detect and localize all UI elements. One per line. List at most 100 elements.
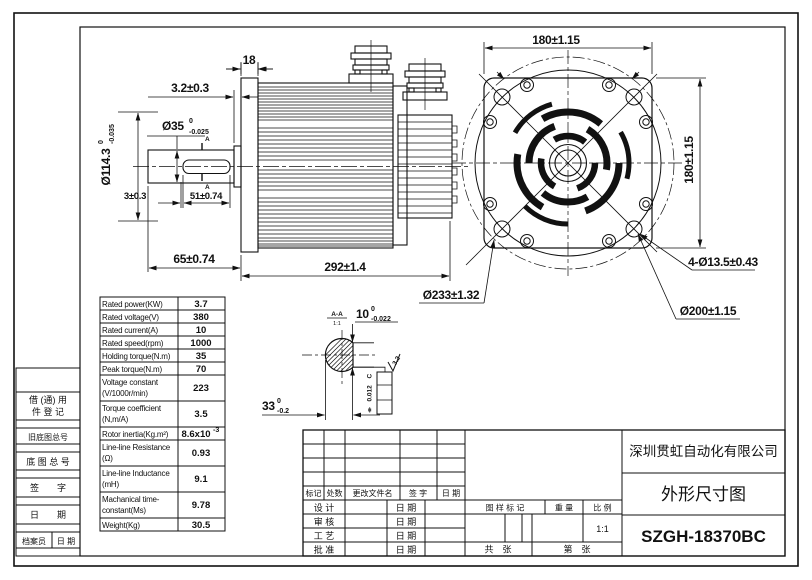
archivist-date-label: 日 期 [57,537,75,546]
spec-label: Rated current(A) [102,326,158,335]
section-view-text: 10 0 -0.022 33 0 -0.2 A-A 1:1 ⌯ 0.012 C … [262,306,402,415]
spec-label2: constant(Ms) [102,506,146,515]
spec-label: Machanical time- [102,495,160,504]
spec-label: Line-line Resistance [102,443,171,452]
spec-label2: (Ω) [102,454,113,463]
tolerance-value: 0.012 [367,385,374,402]
drawing-title: 外形尺寸图 [661,485,746,504]
spec-label: Voltage constant [102,378,159,387]
front-view-dimensions [419,42,755,320]
sign-label: 签 字 [409,488,427,498]
flange-square [483,77,653,249]
total-sheets-label: 共 张 [484,545,511,555]
connector-2 [402,58,448,110]
side-view-dim-text: 18 3.2±0.3 Ø35 0 -0.025 Ø114.3 0 -0.035 … [98,53,367,274]
diagonal-lines [465,73,658,266]
approve-label: 批 准 [314,544,335,555]
dim-flange-height: 180±1.15 [682,136,696,184]
side-view-dimensions [118,62,451,281]
dim-flange-diameter: Ø233±1.32 [423,288,480,302]
change-file-label: 更改文件名 [353,488,393,498]
date-label: 日 期 [30,510,66,520]
section-view-dimensions [262,317,401,420]
weight-label: 重 量 [555,503,573,513]
datum-a-top: A [205,136,210,143]
dim-key-width-lower-tol: -0.022 [371,316,391,323]
spec-value: 30.5 [192,520,211,531]
surface-finish-value: 3.2 [391,355,402,367]
bolt-holes [483,78,653,248]
spec-value: 9.1 [194,474,208,485]
title-block-grid [302,429,786,557]
check-label: 审 核 [314,516,335,527]
signature-label: 签 字 [30,482,66,493]
scale-label: 比 例 [593,503,611,513]
section-scale: 1:1 [333,321,341,327]
spec-label2: (mH) [102,480,120,489]
dim-flat-lower-tol: -0.2 [277,408,289,415]
shaft-hatching [325,338,353,372]
spec-label: Rated voltage(V) [102,313,159,322]
dim-shaft-diameter: Ø35 [162,119,184,133]
approve-date-label: 日 期 [396,545,417,555]
dim-key-width: 10 [356,307,369,321]
spec-label: Weight(Kg) [102,521,140,530]
spec-label2: (V/1000r/min) [102,389,148,398]
dim-key-gap: 3±0.3 [124,191,146,202]
spec-label: Rated power(KW) [102,300,163,309]
date-col-label: 日 期 [442,489,460,498]
spec-value: 1000 [190,338,211,349]
count-label: 处数 [327,488,343,498]
sheet-borders [13,12,799,567]
dim-flange-thickness: 18 [243,53,256,67]
spec-table-text: Rated power(KW) 3.7 Rated voltage(V) 380… [102,299,219,531]
spec-value: 3.7 [194,299,207,310]
shaft-section-view [302,330,376,384]
motor-front-view [452,50,684,276]
spec-value: 35 [196,351,207,362]
spec-value: 3.5 [194,409,208,420]
process-label: 工 艺 [314,531,335,541]
mounting-flange [240,77,259,253]
spec-label: Torque coefficient [102,404,162,413]
spec-label: Rotor inertia(Kg.m²) [102,430,169,439]
scale-value: 1:1 [596,524,609,534]
dim-flat-width: 33 [262,399,275,413]
spec-value: 9.78 [192,500,211,511]
left-strip-labels: 借 (通) 用 件 登 记 旧底图总号 底 图 总 号 签 字 日 期 档案员 … [22,394,75,546]
dim-key-width-upper-tol: 0 [371,306,375,313]
left-strip [15,367,81,557]
spec-label: Rated speed(rpm) [102,339,164,348]
title-block-text: 标记 处数 更改文件名 签 字 日 期 设 计 日 期 审 核 日 期 工 艺 … [306,444,778,555]
flange-outer-circle [461,56,675,270]
dim-boss-thickness: 3.2±0.3 [171,81,209,95]
spec-label: Holding torque(N.m) [102,352,171,361]
dim-body-diameter: Ø114.3 [99,148,113,186]
design-date-label: 日 期 [396,503,417,513]
tolerance-datum: C [367,374,374,379]
front-view-dim-text: 180±1.15 180±1.15 4-Ø13.5±0.43 Ø200±1.15… [423,33,759,318]
dim-flange-width: 180±1.15 [532,33,580,47]
spec-value: 0.93 [192,448,211,459]
tolerance-symbol: ⌯ [367,407,374,414]
dim-total-length: 292±1.4 [324,260,366,274]
borrow-register-label-2: 件 登 记 [32,406,64,417]
spec-table-grid [99,296,226,532]
section-label: A-A [331,311,343,318]
spec-value: 380 [193,312,209,323]
dim-shaft-length: 65±0.74 [173,252,215,266]
rear-bell [392,85,408,246]
borrow-register-label-1: 借 (通) 用 [29,394,67,405]
connector-1 [348,40,394,92]
dim-shaft-diameter-lower-tol: -0.025 [189,129,209,136]
process-date-label: 日 期 [396,531,417,541]
design-label: 设 计 [314,502,335,513]
old-master-no-label: 旧底图总号 [28,432,68,442]
dim-corner-holes: 4-Ø13.5±0.43 [688,255,758,269]
motor-side-view [133,40,468,253]
dim-shaft-diameter-upper-tol: 0 [189,118,193,125]
dim-body-diameter-lower-tol: -0.035 [109,124,116,144]
mark-label: 标记 [306,488,322,498]
